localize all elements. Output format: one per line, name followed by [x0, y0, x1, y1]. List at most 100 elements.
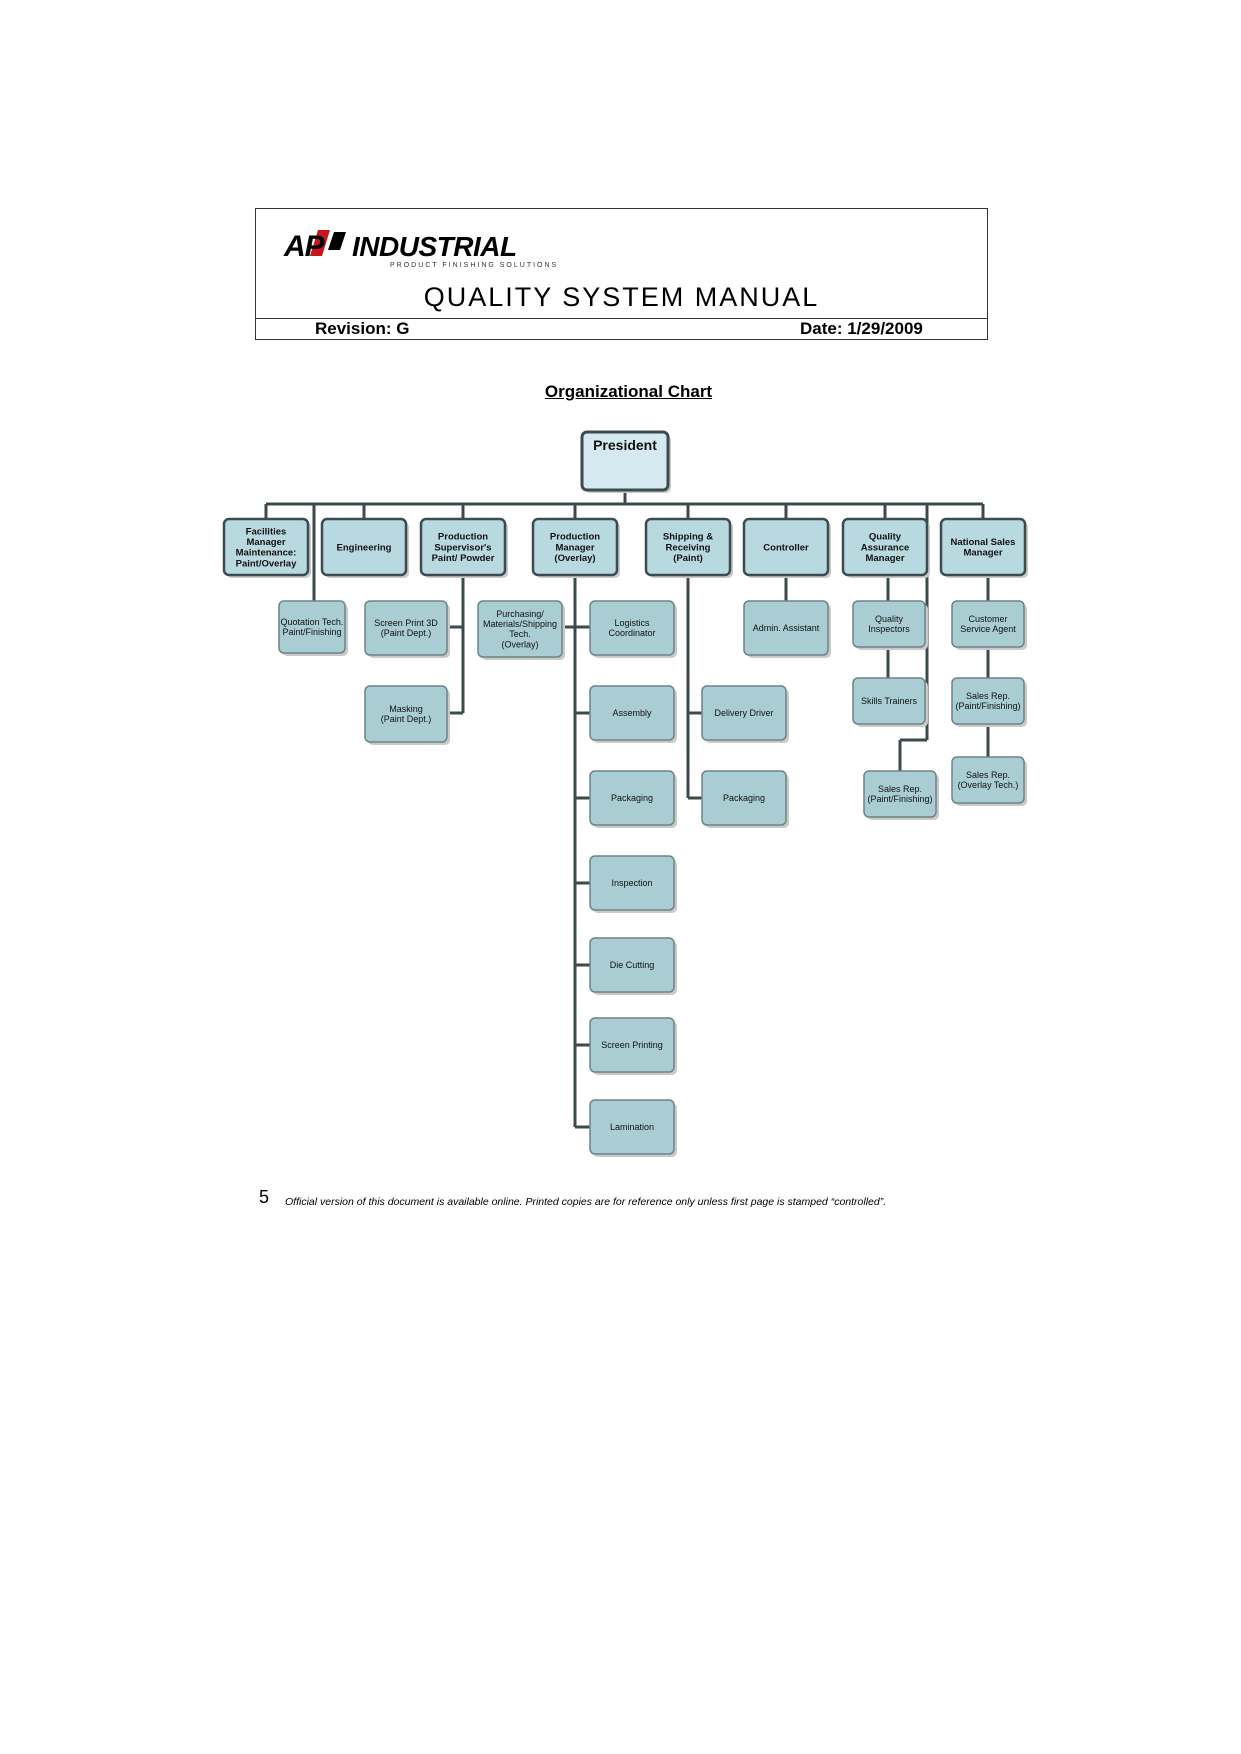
node-box: [589, 770, 675, 826]
node-label: Controller: [763, 542, 809, 553]
date-label: Date: 1/29/2009: [800, 319, 923, 338]
company-logo: AP INDUSTRIAL PRODUCT FINISHING SOLUTION…: [283, 230, 556, 269]
org-node-die-cutting: Die Cutting: [589, 937, 677, 995]
node-box: [743, 600, 829, 656]
node-label: Die Cutting: [610, 960, 655, 970]
node-box: [701, 770, 787, 826]
node-label: (Paint/Finishing): [867, 794, 932, 804]
org-node-screen-print-3d: Screen Print 3D(Paint Dept.): [364, 600, 450, 658]
node-label: Lamination: [610, 1122, 654, 1132]
node-box: [589, 1099, 675, 1155]
node-box: [589, 937, 675, 993]
node-label: Coordinator: [608, 628, 655, 638]
org-node-skills: Skills Trainers: [852, 677, 928, 727]
node-box: [589, 600, 675, 656]
node-label: Facilities: [246, 526, 287, 537]
node-label: (Paint Dept.): [381, 714, 432, 724]
node-box: [589, 855, 675, 911]
node-label: Manager: [865, 553, 904, 564]
node-box: [320, 517, 408, 577]
node-label: Skills Trainers: [861, 696, 918, 706]
node-label: Assurance: [861, 542, 910, 553]
node-label: Paint/Overlay: [236, 558, 297, 569]
node-label: Inspection: [611, 878, 652, 888]
svg-text:INDUSTRIAL: INDUSTRIAL: [352, 231, 517, 262]
node-label: Quotation Tech.: [281, 617, 344, 627]
node-label: Tech.: [509, 629, 531, 639]
node-box: [742, 517, 830, 577]
org-node-facilities: FacilitiesManagerMaintenance:Paint/Overl…: [222, 517, 311, 578]
org-node-controller: Controller: [742, 517, 831, 578]
node-box: [580, 430, 670, 492]
node-label: President: [593, 437, 657, 453]
org-node-sales-rep-paint-l: Sales Rep.(Paint/Finishing): [863, 770, 939, 820]
org-node-sales-rep-paint-r: Sales Rep.(Paint/Finishing): [951, 677, 1027, 727]
svg-text:AP: AP: [283, 230, 326, 263]
node-box: [852, 677, 926, 725]
page-number: 5: [259, 1187, 270, 1207]
node-box: [589, 685, 675, 741]
revision-label: Revision: G: [315, 319, 410, 338]
node-label: Delivery Driver: [714, 708, 773, 718]
node-label: Paint/Finishing: [282, 627, 341, 637]
org-node-screen-printing: Screen Printing: [589, 1017, 677, 1075]
node-label: Quality: [869, 532, 902, 543]
org-node-inspection: Inspection: [589, 855, 677, 913]
node-label: Packaging: [611, 793, 653, 803]
node-label: Screen Print 3D: [374, 618, 438, 628]
node-label: National Sales: [951, 537, 1016, 548]
org-node-assembly: Assembly: [589, 685, 677, 743]
node-label: Maintenance:: [236, 548, 297, 559]
node-label: Inspectors: [868, 624, 910, 634]
org-node-delivery: Delivery Driver: [701, 685, 789, 743]
node-box: [701, 685, 787, 741]
node-label: (Overlay): [501, 639, 538, 649]
node-label: (Paint Dept.): [381, 628, 432, 638]
org-node-packaging-2: Packaging: [701, 770, 789, 828]
node-box: [951, 600, 1025, 648]
node-label: Manager: [246, 537, 285, 548]
node-box: [531, 517, 619, 577]
connector-lines: [264, 490, 990, 1129]
org-node-quotation: Quotation Tech.Paint/Finishing: [278, 600, 348, 656]
org-node-admin: Admin. Assistant: [743, 600, 831, 658]
org-node-shipping: Shipping &Receiving(Paint): [644, 517, 733, 578]
node-box: [364, 685, 448, 743]
node-box: [951, 677, 1025, 725]
node-label: Production: [550, 532, 600, 543]
node-label: Masking: [389, 704, 423, 714]
node-label: Sales Rep.: [966, 691, 1010, 701]
node-label: Screen Printing: [601, 1040, 663, 1050]
node-label: (Overlay): [554, 553, 595, 564]
node-label: Production: [438, 532, 488, 543]
org-node-engineering: Engineering: [320, 517, 409, 578]
node-label: (Overlay Tech.): [958, 780, 1019, 790]
node-box: [364, 600, 448, 656]
node-label: Customer: [968, 614, 1007, 624]
node-label: Manager: [963, 548, 1002, 559]
node-label: Sales Rep.: [966, 770, 1010, 780]
footer-note: Official version of this document is ava…: [285, 1196, 887, 1208]
node-label: Manager: [555, 542, 594, 553]
node-label: Admin. Assistant: [753, 623, 820, 633]
nodes-layer: PresidentFacilitiesManagerMaintenance:Pa…: [222, 430, 1028, 1157]
node-label: Shipping &: [663, 532, 713, 543]
org-node-lamination: Lamination: [589, 1099, 677, 1157]
node-box: [477, 600, 563, 658]
node-box: [841, 517, 929, 577]
node-label: Materials/Shipping: [483, 619, 557, 629]
node-label: (Paint): [673, 553, 703, 564]
org-node-sales-rep-overlay: Sales Rep.(Overlay Tech.): [951, 756, 1027, 806]
org-node-masking: Masking(Paint Dept.): [364, 685, 450, 745]
chart-title: Organizational Chart: [544, 382, 713, 401]
org-node-president: President: [580, 430, 671, 493]
org-node-packaging-1: Packaging: [589, 770, 677, 828]
node-label: Service Agent: [960, 624, 1016, 634]
